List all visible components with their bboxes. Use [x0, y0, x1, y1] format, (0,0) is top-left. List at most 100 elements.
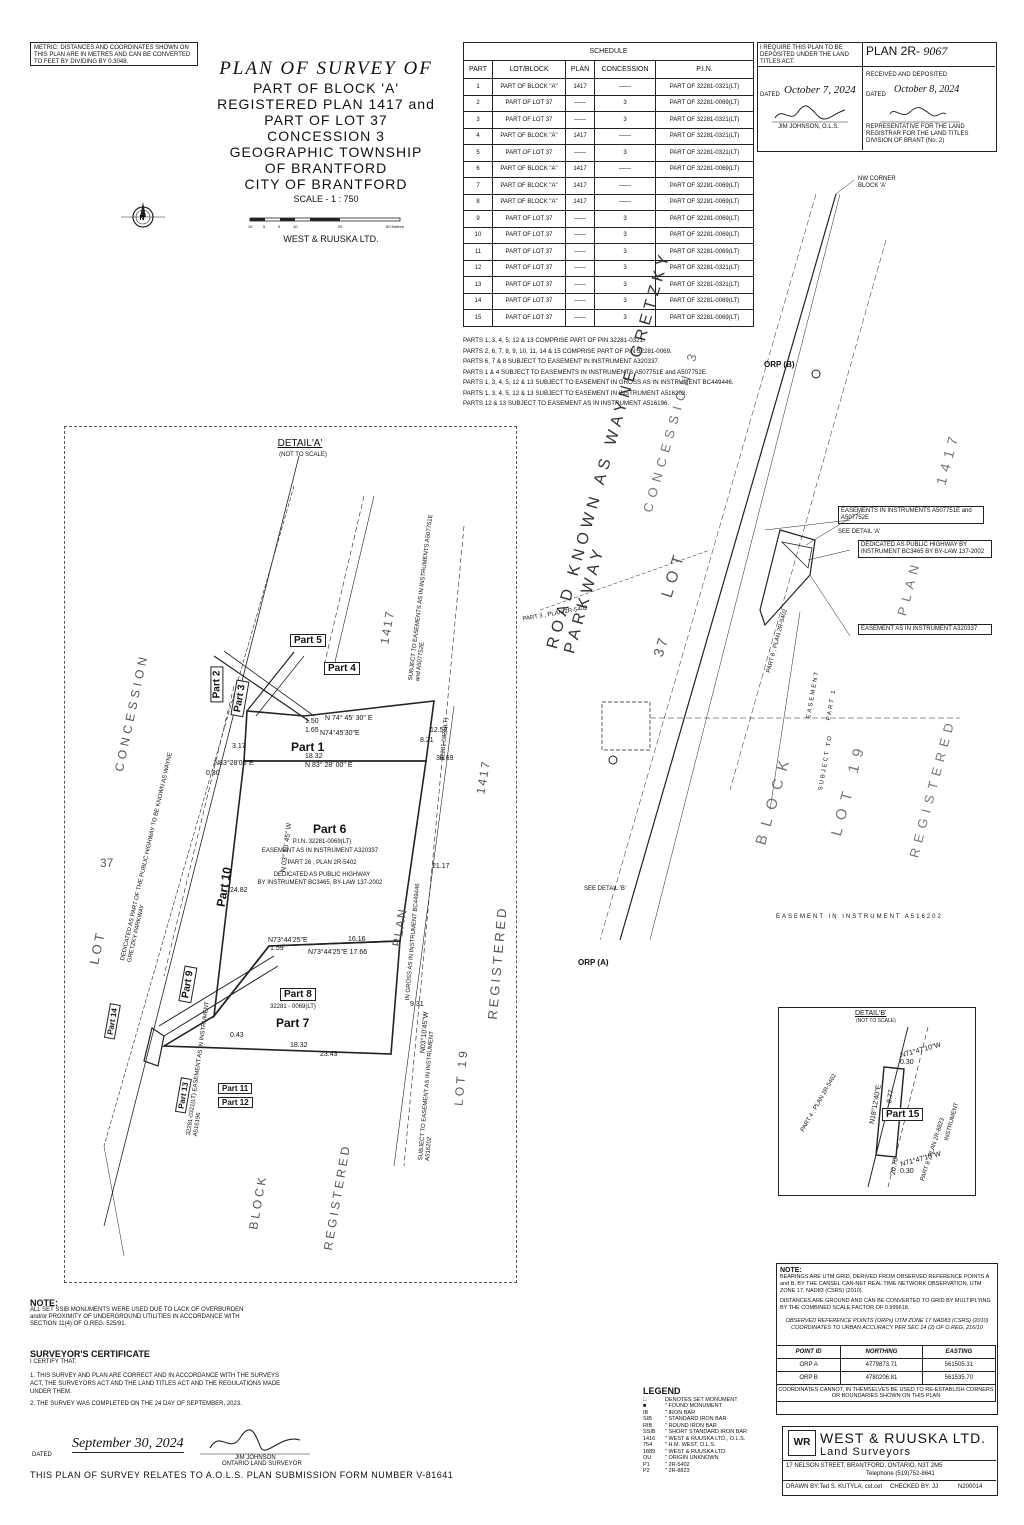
bearing-label: N 74° 45' 30" E [325, 715, 373, 722]
schedule-cell: —— [594, 127, 656, 145]
ease-a320-box: EASEMENT AS IN INSTRUMENT A320337 [858, 624, 992, 635]
title-line: CITY OF BRANTFORD [244, 176, 408, 192]
dist-label: 23.43 [320, 1051, 338, 1058]
note-left-text: ALL SET SSIB MONUMENTS WERE USED DUE TO … [30, 1307, 244, 1327]
title-line: REGISTERED PLAN 1417 and [217, 96, 435, 112]
orp-cell: ORP B [775, 1371, 842, 1385]
dist-label: 0.43 [230, 1032, 244, 1039]
orp-a-label: ORP (A) [578, 958, 609, 967]
legend-item: P2" 2R-8823 [643, 1468, 783, 1475]
orp-header: POINT ID [775, 1345, 842, 1359]
schedule-note: PARTS 1, 3, 4, 5, 12 & 13 SUBJECT TO EAS… [463, 389, 688, 397]
schedule-cell: 6 [463, 160, 493, 178]
legend-symbol: OU [643, 1455, 652, 1461]
schedule-title: SCHEDULE [463, 42, 754, 61]
schedule-cell: PART OF 32281-0069(LT) [655, 309, 754, 327]
firm-sub: Land Surveyors [820, 1446, 912, 1458]
orp-cell: 561535.70 [921, 1371, 997, 1385]
schedule-note: PARTS 1, 3, 4, 5, 12 & 13 SUBJECT TO EAS… [463, 379, 734, 386]
schedule-cell: —— [565, 94, 595, 112]
schedule-note: PARTS 6, 7 & 8 SUBJECT TO EASEMENT IN IN… [463, 358, 660, 365]
scale-tick: 10 [293, 224, 298, 229]
schedule-cell: PART OF 32281-0321(LT) [655, 144, 754, 162]
schedule-header: CONCESSION [594, 60, 656, 79]
detail-a-subtitle: (NOT TO SCALE) [279, 452, 327, 458]
detail-b-title: DETAIL'B' [855, 1010, 887, 1017]
legend-item: ■" FOUND MONUMENT [643, 1403, 783, 1410]
schedule-cell: 11 [463, 243, 493, 261]
dist-label: 12.52 [430, 727, 448, 734]
orp-cell: 4779873.71 [840, 1358, 923, 1372]
dist-label: 0.30 [900, 1059, 914, 1066]
registrar-signature-icon [880, 107, 960, 123]
schedule-cell: 3 [594, 144, 656, 162]
schedule-notes: PARTS 1, 3, 4, 5, 12 & 13 COMPRISE PART … [463, 336, 773, 410]
legend-text: " SHORT STANDARD IRON BAR [665, 1429, 748, 1435]
orp-table: POINT ID NORTHING EASTING ORP A 4779873.… [775, 1345, 997, 1402]
legend-symbol: 1889 [643, 1448, 656, 1455]
schedule-header: PLAN [565, 60, 595, 79]
schedule-cell: PART OF BLOCK "A" [492, 127, 566, 145]
schedule-cell: 14 [463, 292, 493, 310]
svg-text:N: N [140, 215, 145, 222]
main-plan-drawing [540, 179, 960, 941]
certificate-title: SURVEYOR'S CERTIFICATE [30, 1349, 150, 1359]
orp-cell: 561505.31 [921, 1358, 997, 1372]
note-left-title: NOTE: [30, 1298, 58, 1308]
firm-small: WEST & RUUSKA LTD. [283, 234, 379, 244]
orp-header: NORTHING [840, 1345, 923, 1359]
legend-symbol: P2 [643, 1468, 650, 1474]
firm-name: WEST & RUUSKA LTD. [820, 1430, 987, 1446]
bearing-label: N 83° 28' 00" E [305, 762, 353, 769]
legend-symbol: SSIB [643, 1429, 656, 1435]
schedule-cell: —— [565, 111, 595, 129]
part-7-label: Part 7 [276, 1016, 310, 1030]
firm-address: 17 NELSON STREET, BRANTFORD, ONTARIO, N3… [786, 1463, 943, 1469]
schedule-cell: 3 [463, 111, 493, 129]
dist-label: 21.17 [432, 863, 450, 870]
detail-b-frame [778, 1007, 976, 1196]
schedule-note: PARTS 12 & 13 SUBJECT TO EASEMENT AS IN … [463, 400, 670, 407]
orp-row: ORP A 4779873.71 561505.31 [775, 1358, 997, 1372]
legend-item: □DENOTES SET MONUMENT [643, 1397, 783, 1404]
schedule-cell: 7 [463, 177, 493, 195]
scale-bar: 10 5 0 10 25 50 Metres [248, 217, 404, 229]
legend-item: RIB" ROUND IRON BAR [643, 1423, 783, 1430]
dist-label: 1.59 [270, 945, 284, 952]
legend-item: 1416" WEST & RUUSKA LTD., O.L.S. [643, 1436, 783, 1443]
aols-statement: THIS PLAN OF SURVEY RELATES TO A.O.L.S. … [30, 1470, 454, 1480]
schedule-header: LOT/BLOCK [492, 60, 566, 79]
signature-icon [772, 105, 848, 123]
dist-label: 36.69 [436, 755, 454, 762]
schedule-cell: PART OF LOT 37 [492, 309, 566, 327]
part-12-label: Part 12 [218, 1097, 253, 1108]
plan-title: PLAN OF SURVEY OF [219, 58, 433, 79]
north-arrow-icon: N [121, 202, 165, 228]
job-number: N200014 [958, 1484, 983, 1490]
dist-label: 8.21 [420, 737, 434, 744]
schedule-note: PARTS 2, 6, 7, 8, 9, 10, 11, 14 & 15 COM… [463, 347, 672, 355]
part6-hwy: DEDICATED AS PUBLIC HIGHWAY [273, 872, 371, 878]
schedule-cell: —— [594, 78, 656, 96]
schedule-cell: 4 [463, 127, 493, 145]
cert-name: JIM JOHNSON [235, 1455, 276, 1461]
schedule-table: SCHEDULE PART LOT/BLOCK PLAN CONCESSION … [463, 42, 754, 327]
plan-number-label: PLAN 2R- 9067 [866, 44, 947, 59]
schedule-cell: PART OF LOT 37 [492, 94, 566, 112]
legend-text: " WEST & RUUSKA LTD. [665, 1448, 727, 1455]
dist-label: 0.30 [900, 1168, 914, 1175]
ease-a507-box: EASEMENTS IN INSTRUMENTS A507751E and A5… [838, 506, 984, 524]
schedule-cell: —— [565, 144, 595, 162]
bearing-label: N73°44'25"E [268, 937, 308, 944]
legend-symbol: RIB [643, 1422, 653, 1429]
title-line: OF BRANTFORD [264, 160, 388, 176]
schedule-cell: 3 [594, 111, 656, 129]
bearing-label: N83°28'00"E [214, 760, 254, 767]
deposit-require: I REQUIRE THIS PLAN TO BE DEPOSITED UNDE… [760, 45, 849, 65]
lot-number: 37 [100, 856, 114, 870]
part-5-label: Part 5 [290, 634, 326, 647]
plan-label: PLAN 2R- [866, 44, 921, 58]
